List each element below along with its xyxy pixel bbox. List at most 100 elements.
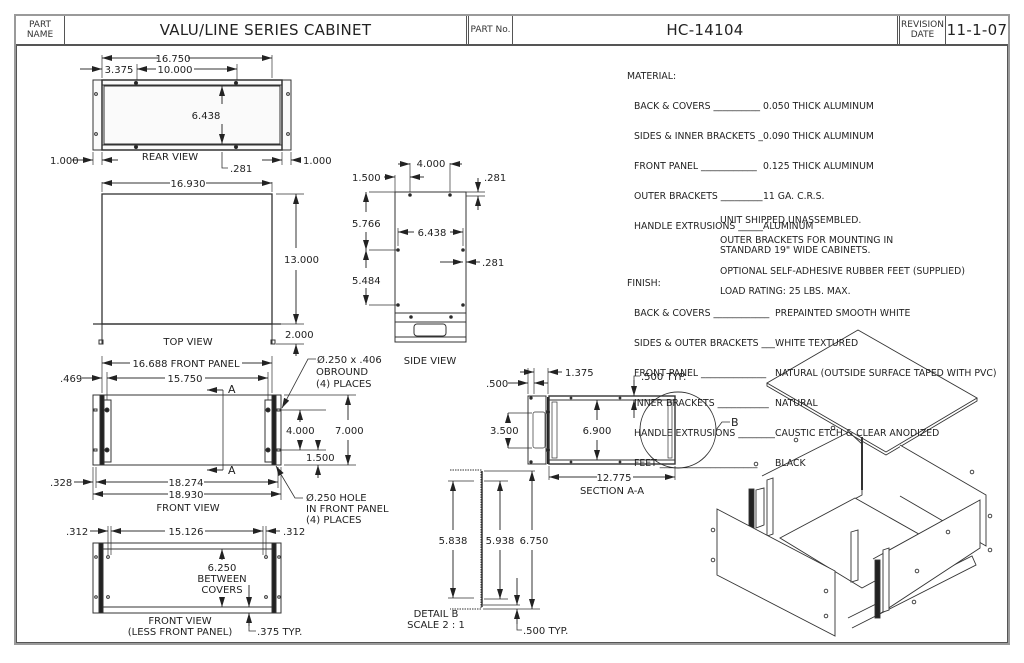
dim-section-c: 3.500 [490, 426, 519, 437]
section-a-a-view [505, 368, 730, 480]
finish-spec: CAUSTIC ETCH & CLEAR ANODIZED [775, 428, 940, 439]
finish-spec: WHITE TEXTURED [775, 338, 859, 349]
material-spec: 0.090 THICK ALUMINUM [763, 131, 874, 142]
note-hole-3: (4) PLACES [306, 515, 362, 526]
part-no-label-cell: PART No. [469, 16, 513, 44]
part-name-cell: VALU/LINE SERIES CABINET [65, 16, 469, 44]
section-marker-bottom: A [228, 464, 236, 477]
section-marker-top: A [228, 383, 236, 396]
material-part: SIDES & INNER BRACKETS ___ [634, 132, 763, 142]
front-inner-bracket-left [103, 399, 112, 463]
side-panel [394, 191, 467, 343]
finish-heading: FINISH: [627, 278, 661, 289]
finish-row: HANDLE EXTRUSIONS ________CAUSTIC ETCH &… [627, 429, 996, 439]
material-spec: 0.125 THICK ALUMINUM [763, 161, 874, 172]
revision-date-label-cell: REVISION DATE [900, 16, 946, 44]
finish-part: INNER BRACKETS ___________ [634, 399, 769, 409]
title-block: PART NAME VALU/LINE SERIES CABINET PART … [16, 16, 1008, 46]
remark-feet: OPTIONAL SELF-ADHESIVE RUBBER FEET (SUPP… [720, 265, 965, 277]
finish-spec: NATURAL (OUTSIDE SURFACE TAPED WITH PVC) [775, 368, 997, 379]
front-view [74, 356, 356, 500]
iso-side-panel [872, 499, 981, 616]
dim-flp-between-label: BETWEEN [197, 574, 246, 585]
finish-row: FRONT PANEL ______________ NATURAL (OUTSI… [627, 369, 996, 379]
note-obround-3: (4) PLACES [316, 379, 372, 390]
material-spec: 11 GA. C.R.S. [763, 191, 825, 202]
part-name: VALU/LINE SERIES CABINET [159, 21, 372, 39]
note-hole-2: IN FRONT PANEL [306, 504, 389, 515]
section-front-panel [527, 395, 547, 465]
flp-label-1: FRONT VIEW [148, 616, 211, 627]
dim-front-hole-spacing: 4.000 [286, 426, 315, 437]
material-part: BACK & COVERS __________ [634, 102, 761, 112]
iso-inner-bracket [850, 529, 859, 583]
dim-section-depth: 12.775 [597, 473, 632, 484]
iso-front-panel [716, 508, 836, 637]
dim-front-hole-offset: 1.500 [306, 453, 335, 464]
finish-row: INNER BRACKETS ___________NATURAL [627, 399, 996, 409]
dim-detail-typ: .500 TYP. [523, 626, 568, 637]
material-spec: 0.050 THICK ALUMINUM [763, 101, 874, 112]
dim-detail-b: 5.938 [486, 536, 515, 547]
dim-front-inner: 15.750 [168, 374, 203, 385]
dim-flp-between-covers: COVERS [201, 585, 242, 596]
finish-part: FEET _____________________ [634, 459, 758, 469]
revision-date: 11-1-07 [946, 21, 1008, 39]
dim-front-overall: 18.930 [169, 490, 204, 501]
section-a-a-label: SECTION A-A [580, 486, 644, 497]
dim-top-depth: 13.000 [284, 255, 319, 266]
dim-flp-left: .312 [66, 527, 88, 538]
dim-flp-inner: 15.126 [169, 527, 204, 538]
dim-section-b: 1.375 [565, 368, 594, 379]
dim-front-between: 18.274 [169, 478, 204, 489]
finish-spec: PREPAINTED SMOOTH WHITE [775, 308, 911, 319]
material-row: OUTER BRACKETS _________11 GA. C.R.S. [627, 192, 996, 202]
remark-brackets-line1: OUTER BRACKETS FOR MOUNTING IN [720, 235, 894, 247]
dim-section-typ: .500 TYP. [641, 372, 686, 383]
front-handle-right [271, 394, 277, 466]
remark-load: LOAD RATING: 25 LBS. MAX. [720, 285, 851, 297]
dim-side-upper: 5.766 [352, 219, 381, 230]
dim-front-left: .469 [60, 374, 82, 385]
iso-handle-left [748, 488, 755, 530]
part-no-cell: HC-14104 [513, 16, 900, 44]
top-view-label: TOP VIEW [162, 337, 212, 348]
dim-flp-typ: .375 TYP. [257, 627, 302, 638]
dim-side-lower: 5.484 [352, 276, 381, 287]
finish-part: FRONT PANEL ______________ [634, 369, 767, 379]
dim-rear-edge: .281 [230, 164, 252, 175]
dim-top-width: 16.930 [171, 179, 206, 190]
material-heading: MATERIAL: [627, 71, 677, 82]
finish-row: BACK & COVERS ____________PREPAINTED SMO… [627, 309, 996, 319]
general-remarks: UNIT SHIPPED UNASSEMBLED. OUTER BRACKETS… [720, 215, 965, 307]
dim-flp-between-value: 6.250 [208, 563, 237, 574]
isometric-exploded-view [710, 329, 993, 637]
rear-opening [103, 85, 281, 145]
material-part: OUTER BRACKETS _________ [634, 192, 763, 202]
note-obround-1: Ø.250 x .406 [317, 354, 382, 366]
rear-view-label: REAR VIEW [142, 152, 198, 163]
dim-rear-left-ear: 1.000 [50, 156, 79, 167]
top-panel [101, 193, 273, 325]
flp-label-2: (LESS FRONT PANEL) [128, 627, 233, 638]
material-row: SIDES & INNER BRACKETS ___0.090 THICK AL… [627, 132, 996, 142]
material-row: FRONT PANEL ____________0.125 THICK ALUM… [627, 162, 996, 172]
detail-b-view [448, 469, 540, 631]
note-hole-1: Ø.250 HOLE [306, 492, 367, 504]
dim-side-hole-spacing: 4.000 [417, 159, 446, 170]
material-row: HANDLE EXTRUSIONS _______ALUMINUM [627, 222, 996, 232]
dim-detail-a: 5.838 [439, 536, 468, 547]
part-name-label-cell: PART NAME [16, 16, 65, 44]
remark-shipping: UNIT SHIPPED UNASSEMBLED. [720, 215, 862, 226]
dim-rear-overall: 16.750 [156, 54, 191, 65]
material-row: BACK & COVERS __________0.050 THICK ALUM… [627, 102, 996, 112]
rear-panel [101, 79, 283, 151]
detail-b-scale: SCALE 2 : 1 [407, 620, 465, 631]
part-no-label: PART No. [470, 25, 511, 35]
detail-b-marker: B [731, 416, 739, 429]
dim-top-front: 2.000 [285, 330, 314, 341]
revision-date-cell: 11-1-07 [946, 16, 1008, 44]
dim-side-edge: .281 [482, 258, 504, 269]
